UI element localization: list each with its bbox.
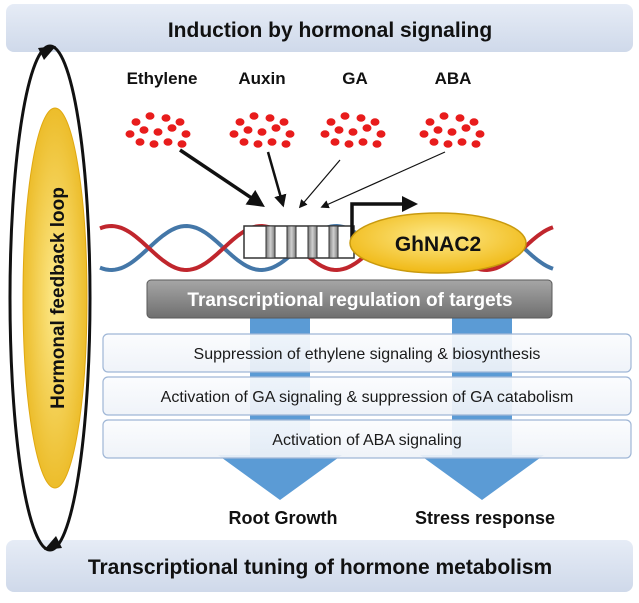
auxin-arrow (266, 151, 287, 208)
hormone-dot (457, 138, 467, 146)
hormone-dot (320, 130, 330, 138)
hormone-dot (348, 128, 358, 136)
hormone-dot (239, 138, 249, 146)
effect-box-aba (102, 419, 632, 459)
hormone-dot (267, 138, 277, 146)
feedback-loop-ellipse (22, 107, 88, 489)
hormone-ga-label: GA (342, 69, 368, 88)
promoter-element (307, 225, 318, 259)
hormone-dot (455, 114, 465, 122)
promoter-element (286, 225, 297, 259)
outcome-root-growth: Root Growth (229, 508, 338, 528)
hormone-dot (145, 112, 155, 120)
footer-panel (6, 540, 633, 592)
feedback-arrow-bottom-icon (44, 536, 62, 550)
effect-box-ethylene (102, 333, 632, 373)
hormone-dot (429, 138, 439, 146)
hormone-dot (125, 130, 135, 138)
transcription-start-arrow (350, 202, 405, 242)
hormone-dot (135, 138, 145, 146)
hormone-dot (425, 118, 435, 126)
hormone-dot (471, 140, 481, 148)
hormone-dot (257, 128, 267, 136)
gene-label: GhNAC2 (395, 233, 481, 256)
hormone-dot (181, 130, 191, 138)
aba-arrow (320, 151, 446, 209)
hormone-dot (235, 118, 245, 126)
hormone-dot (285, 130, 295, 138)
hormone-ethylene-label: Ethylene (127, 69, 198, 88)
footer-title: Transcriptional tuning of hormone metabo… (88, 556, 552, 579)
hormone-dot-clusters (125, 112, 485, 148)
hormone-aba-label: ABA (435, 69, 472, 88)
hormone-dot (161, 114, 171, 122)
hormone-dot (243, 126, 253, 134)
hormone-dot (229, 130, 239, 138)
effect-label-ethylene: Suppression of ethylene signaling & bios… (194, 346, 541, 363)
ethylene-arrow (179, 148, 265, 207)
regulation-label: Transcriptional regulation of targets (187, 290, 512, 311)
promoter-element (265, 225, 276, 259)
hormone-dot (265, 114, 275, 122)
hormone-dot (475, 130, 485, 138)
hormone-dot (344, 140, 354, 148)
hormone-dot (139, 126, 149, 134)
hormone-dot (419, 130, 429, 138)
hormone-dot (334, 126, 344, 134)
hormone-auxin-label: Auxin (238, 69, 285, 88)
hormone-dot (433, 126, 443, 134)
hormone-dot (279, 118, 289, 126)
hormone-dot (281, 140, 291, 148)
hormone-dot (330, 138, 340, 146)
feedback-arrow-top-icon (38, 46, 56, 60)
hormone-dot (340, 112, 350, 120)
hormone-dot (253, 140, 263, 148)
hormone-dot (362, 124, 372, 132)
hormone-dot (131, 118, 141, 126)
header-title: Induction by hormonal signaling (168, 19, 492, 42)
hormone-dot (439, 112, 449, 120)
hormone-dot (271, 124, 281, 132)
hormone-dot (175, 118, 185, 126)
hormone-dot (443, 140, 453, 148)
hormone-dot (149, 140, 159, 148)
hormone-dot (358, 138, 368, 146)
effect-box-ga (102, 376, 632, 416)
header-panel (6, 4, 633, 52)
hormone-dot (163, 138, 173, 146)
ga-arrow (298, 159, 341, 209)
hormone-dot (461, 124, 471, 132)
effect-label-ga: Activation of GA signaling & suppression… (161, 389, 574, 406)
gene-ellipse (349, 212, 527, 274)
hormone-dot (326, 118, 336, 126)
hormone-dot (167, 124, 177, 132)
hormone-dot (376, 130, 386, 138)
hormone-dot (469, 118, 479, 126)
hormone-dot (249, 112, 259, 120)
hormone-dot (370, 118, 380, 126)
hormone-dot (372, 140, 382, 148)
hormone-dot (447, 128, 457, 136)
regulation-bar (146, 279, 553, 319)
feedback-loop-label: Hormonal feedback loop (48, 187, 69, 409)
hormone-dot (177, 140, 187, 148)
promoter-element (328, 225, 339, 259)
transcription-start-arrowhead-icon (402, 196, 418, 212)
feedback-loop-ring (8, 44, 92, 552)
hormone-dot (356, 114, 366, 122)
hormone-dot (153, 128, 163, 136)
outcome-stress-response: Stress response (415, 508, 555, 528)
effect-label-aba: Activation of ABA signaling (272, 432, 461, 449)
